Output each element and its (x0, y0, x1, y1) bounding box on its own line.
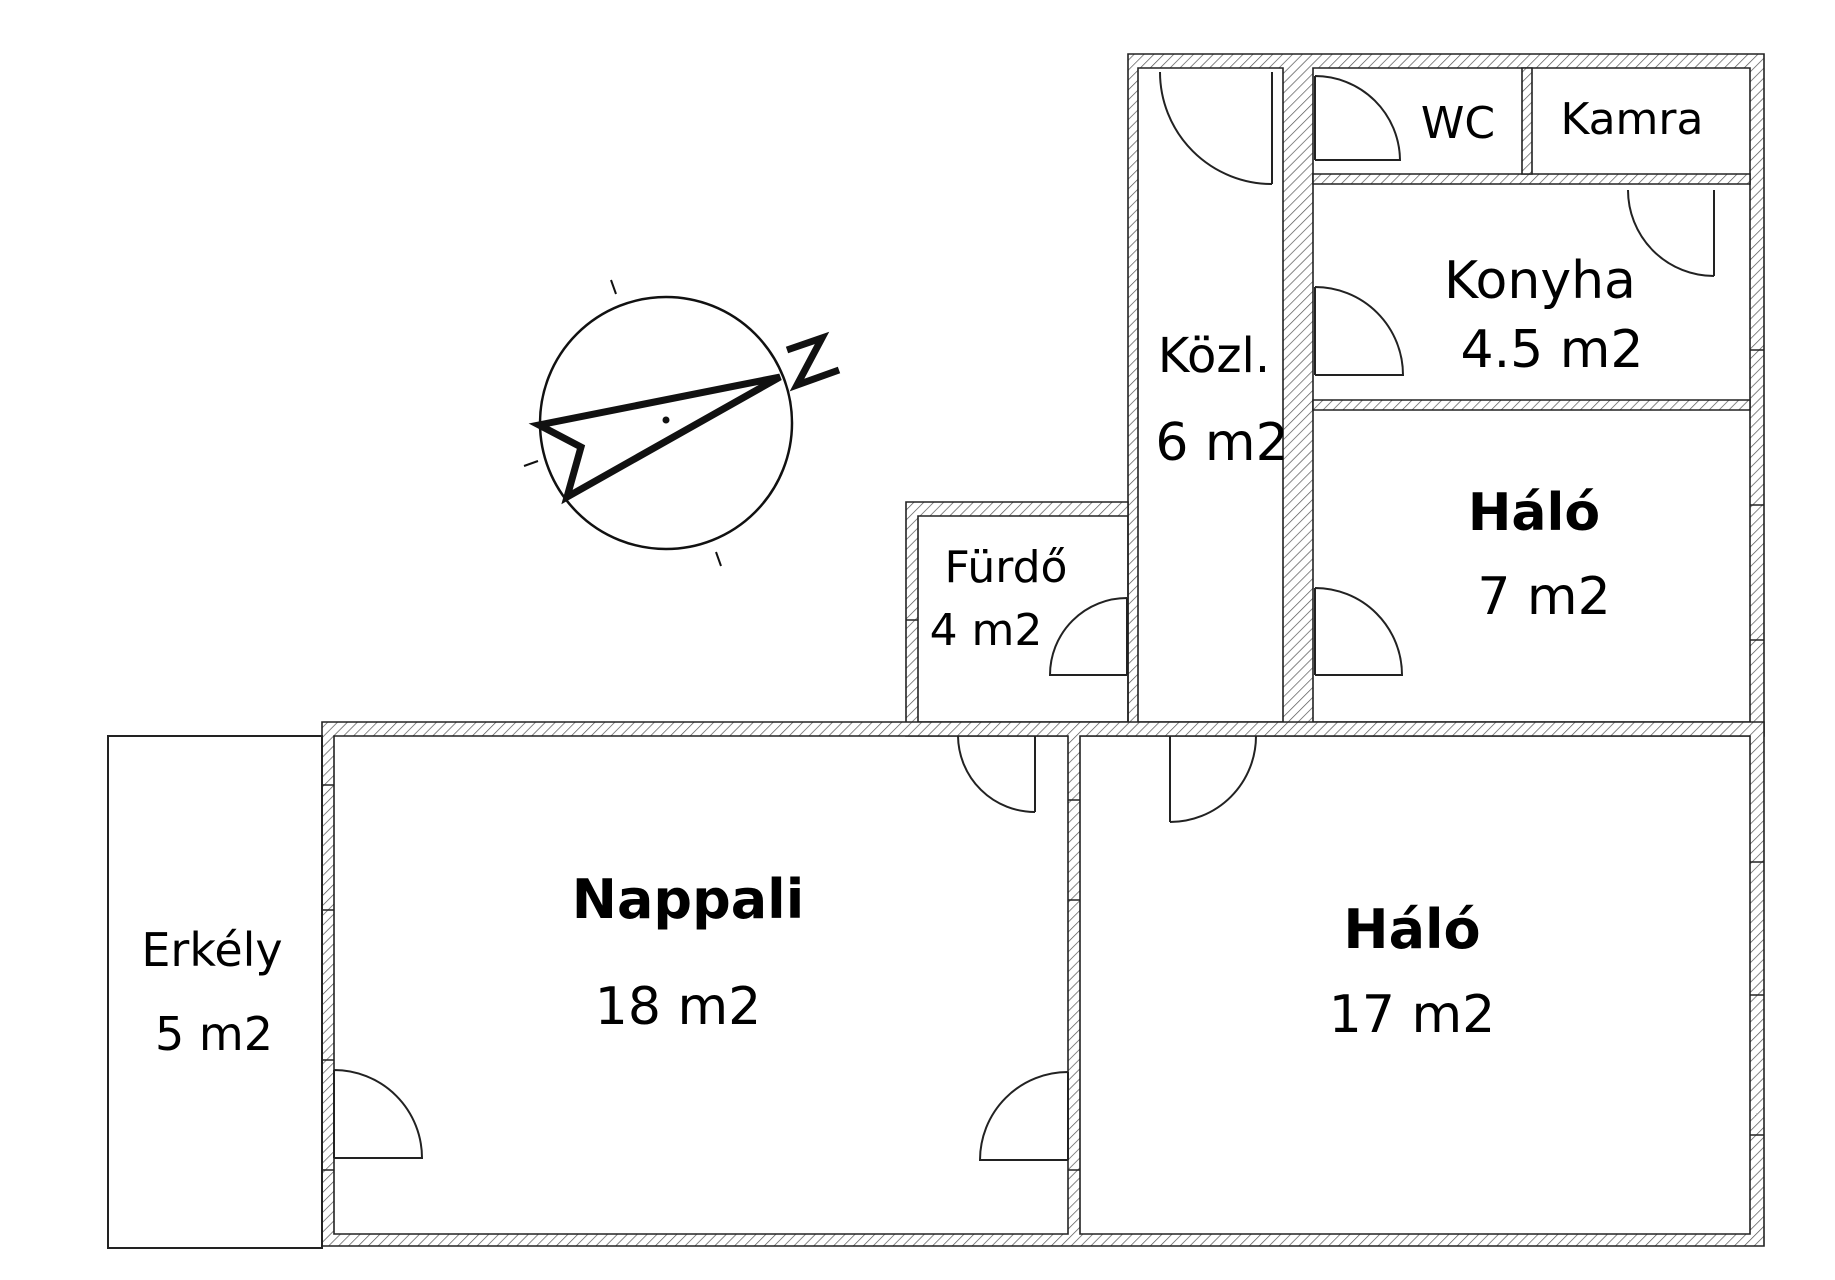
room-label-halo-large: Háló (1343, 898, 1480, 961)
door-konyha-top (1627, 189, 1715, 277)
wall-upper-block (1127, 53, 1765, 737)
wall-konyha-bottom (1312, 399, 1751, 411)
door-konyha-left (1314, 286, 1405, 376)
room-label-wc: WC (1421, 98, 1495, 149)
door-nappali-halo (978, 1071, 1069, 1161)
compass-needle-icon (528, 373, 782, 505)
door-wc (1314, 75, 1402, 161)
balcony-outline (107, 735, 323, 1249)
door-halo-small (1314, 587, 1404, 676)
wall-lower-block (321, 721, 1765, 1247)
wall-wc-kamra-divider (1521, 67, 1533, 175)
door-halo-large-top (1169, 735, 1257, 823)
room-labels: WC Kamra Konyha 4.5 m2 Közl. 6 m2 Háló 7… (141, 94, 1703, 1061)
compass (523, 279, 841, 567)
wall-ticks (322, 349, 1764, 1171)
doors (333, 71, 1715, 1161)
door-entry (1159, 71, 1273, 185)
wall-wc-kamra-bottom (1312, 173, 1751, 185)
room-area-halo-small: 7 m2 (1477, 567, 1610, 627)
room-area-konyha: 4.5 m2 (1461, 320, 1644, 380)
room-label-furdo: Fürdő (945, 542, 1068, 593)
room-label-kamra: Kamra (1561, 94, 1704, 145)
room-area-halo-large: 17 m2 (1329, 985, 1495, 1045)
door-balcony (333, 1069, 424, 1159)
door-nappali-top (957, 735, 1036, 813)
room-area-erkely: 5 m2 (155, 1007, 273, 1061)
walls (321, 53, 1765, 1247)
room-area-nappali: 18 m2 (595, 977, 761, 1037)
compass-north-icon (785, 331, 841, 392)
room-label-konyha: Konyha (1444, 251, 1636, 311)
door-furdo (1048, 597, 1128, 676)
room-label-nappali: Nappali (572, 868, 804, 931)
room-label-kozl: Közl. (1158, 328, 1270, 384)
room-area-furdo: 4 m2 (930, 605, 1043, 656)
room-label-erkely: Erkély (141, 923, 282, 977)
room-label-halo-small: Háló (1468, 483, 1600, 543)
room-area-kozl: 6 m2 (1155, 413, 1288, 473)
